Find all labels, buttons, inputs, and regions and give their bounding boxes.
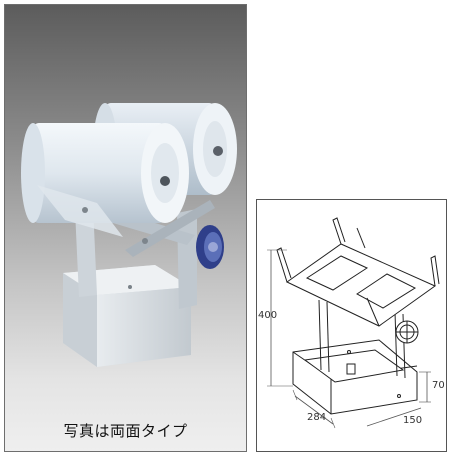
photo-caption: 写真は両面タイプ xyxy=(63,422,188,440)
dimension-base-height-label: 70 xyxy=(432,380,445,391)
dimension-width-label: 284 xyxy=(307,412,327,423)
roll-holder-photo-image xyxy=(21,103,237,367)
dimension-drawing-panel: 400 284 150 70 xyxy=(256,199,447,452)
dimension-height-label: 400 xyxy=(258,310,278,321)
roll-holder-line-drawing xyxy=(267,217,440,429)
dimension-depth-label: 150 xyxy=(403,415,423,426)
product-photo-panel: 写真は両面タイプ xyxy=(4,4,247,452)
